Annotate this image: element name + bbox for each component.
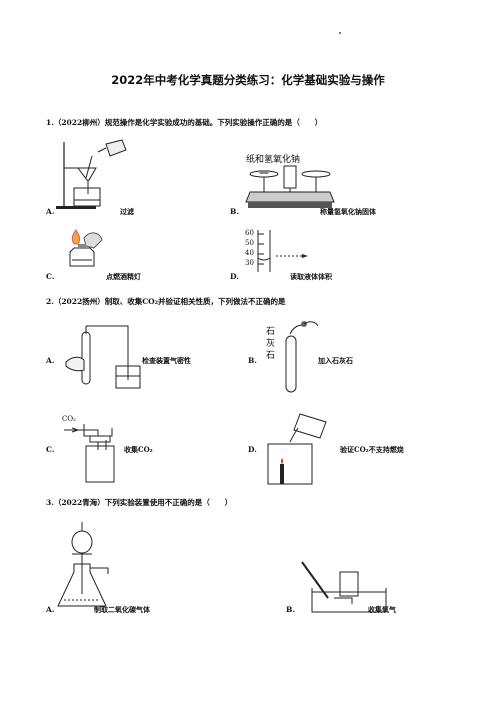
- q1-option-b-letter: B.: [230, 207, 239, 216]
- q3-option-b-caption: 收集氧气: [368, 605, 396, 614]
- water-trough-figure: [300, 560, 390, 614]
- q3-option-a-letter: A.: [46, 605, 55, 614]
- scale-50: 50: [245, 239, 254, 247]
- q2-option-a-letter: A.: [46, 356, 55, 365]
- balance-label: 纸和氢氧化钠: [246, 155, 301, 165]
- q1-option-d-caption: 读取液体体积: [290, 272, 332, 281]
- airtightness-check-figure: [60, 322, 150, 390]
- q1-option-a-letter: A.: [46, 207, 55, 216]
- balance-figure: [240, 164, 340, 208]
- q1-option-c-caption: 点燃酒精灯: [106, 272, 141, 281]
- question-3-stem: 3.（2022青海）下列实验装置使用不正确的是（ ）: [46, 498, 233, 507]
- q1-option-b-caption: 称量氢氧化钠固体: [320, 207, 376, 216]
- scale-60: 60: [245, 229, 254, 237]
- scale-30: 30: [245, 259, 254, 267]
- q2-option-c-caption: 收集CO₂: [124, 445, 153, 454]
- q2-option-b-letter: B.: [248, 356, 257, 365]
- page-dot: [339, 32, 341, 34]
- co2-inlet-label: CO₂: [62, 415, 76, 423]
- q1-option-a-caption: 过滤: [120, 207, 134, 216]
- question-1-stem: 1.（2022柳州）规范操作是化学实验成功的基础。下列实验操作正确的是（ ）: [46, 118, 323, 127]
- q1-option-d-letter: D.: [230, 272, 239, 281]
- conical-flask-figure: [56, 520, 126, 612]
- test-tube-figure: [274, 321, 320, 394]
- q2-option-b-caption: 加入石灰石: [318, 356, 353, 365]
- q3-option-a-caption: 制取二氧化碳气体: [94, 605, 150, 614]
- q1-option-c-letter: C.: [46, 272, 55, 281]
- scale-40: 40: [245, 249, 254, 257]
- q3-option-b-letter: B.: [286, 605, 295, 614]
- alcohol-lamp-figure: [60, 228, 108, 272]
- filtration-figure: [56, 138, 146, 209]
- beaker-candle-figure: [260, 412, 340, 486]
- gas-bottle-figure: [62, 420, 132, 486]
- question-2-stem: 2.（2022扬州）制取、收集CO₂并验证相关性质，下列做法不正确的是: [46, 297, 286, 306]
- limestone-char-2: 灰: [266, 339, 276, 349]
- q2-option-a-caption: 检查装置气密性: [142, 356, 191, 365]
- page-title: 2022年中考化学真题分类练习：化学基础实验与操作: [111, 73, 385, 87]
- q2-option-d-caption: 验证CO₂不支持燃烧: [340, 445, 404, 454]
- graduated-cylinder-figure: [230, 228, 308, 274]
- limestone-char-3: 石: [266, 351, 276, 361]
- q2-option-d-letter: D.: [248, 445, 257, 454]
- q2-option-c-letter: C.: [46, 445, 55, 454]
- limestone-char-1: 石: [266, 327, 276, 337]
